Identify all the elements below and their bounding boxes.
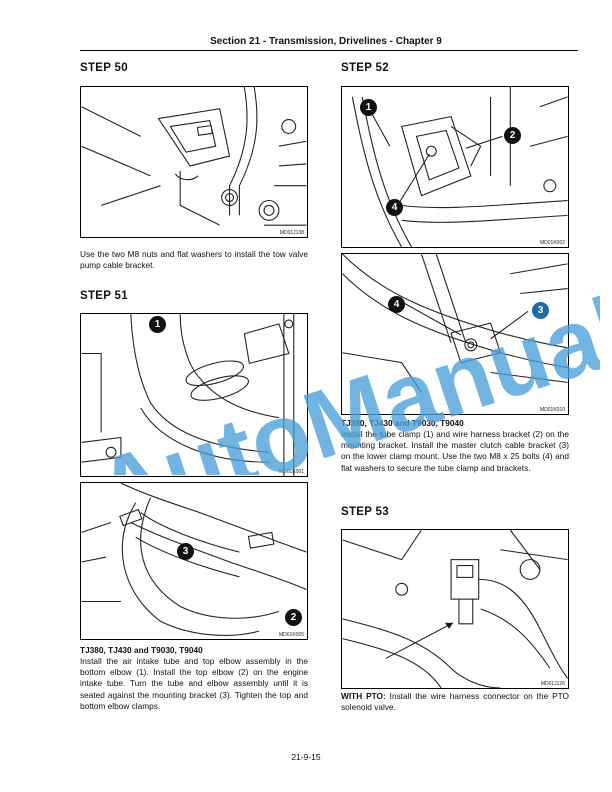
step-52-model: TJ380, TJ430 and T9030, T9040 [341,418,464,428]
figure-code: MD01J138 [279,230,304,236]
callout-2: 2 [504,127,521,144]
step-52-heading: STEP 52 [341,62,389,74]
step-50-heading: STEP 50 [80,62,128,74]
step-50-caption: Use the two M8 nuts and flat washers to … [80,249,308,271]
figure-step-52-bottom: 4 3 MD01K010 [341,253,569,415]
figure-code: MD01K010 [539,407,565,413]
callout-2: 2 [285,609,302,626]
figure-step-52-bottom-drawing [342,254,568,393]
figure-code: MD01K005 [278,632,304,638]
header-rule [80,50,578,51]
figure-step-53-drawing [342,530,568,688]
callout-4: 4 [388,296,405,313]
step-51-caption: Install the air intake tube and top elbo… [80,656,308,711]
figure-step-53: MD01J126 [341,529,569,689]
callout-3: 3 [177,543,194,560]
page-number: 21-9-15 [291,752,321,762]
figure-step-51-top: 1 MD01K001 [80,313,308,477]
step-52-caption: Install the tube clamp (1) and wire harn… [341,429,569,473]
callout-1: 1 [360,99,377,116]
figure-code: MD01K001 [278,469,304,475]
callout-3: 3 [532,302,549,319]
step-53-caption-lead: WITH PTO: [341,691,386,701]
figure-step-51-top-drawing [81,314,295,476]
figure-step-50: MD01J138 [80,86,308,238]
figure-code: MD01K002 [539,240,565,246]
step-51-heading: STEP 51 [80,290,128,302]
figure-step-51-bottom: 3 2 MD01K005 [80,482,308,640]
section-header: Section 21 - Transmission, Drivelines - … [210,36,442,47]
step-53-caption-text: Install the wire harness connector on th… [341,691,569,713]
figure-code: MD01J126 [540,681,565,687]
step-53-caption: WITH PTO: Install the wire harness conne… [341,691,569,713]
figure-step-51-bottom-drawing [81,483,307,636]
figure-step-50-drawing [81,87,307,226]
figure-step-52-top: 1 2 4 MD01K002 [341,86,569,248]
callout-4: 4 [386,199,403,216]
step-51-model: TJ380, TJ430 and T9030, T9040 [80,645,203,655]
callout-1: 1 [149,316,166,333]
step-53-heading: STEP 53 [341,506,389,518]
